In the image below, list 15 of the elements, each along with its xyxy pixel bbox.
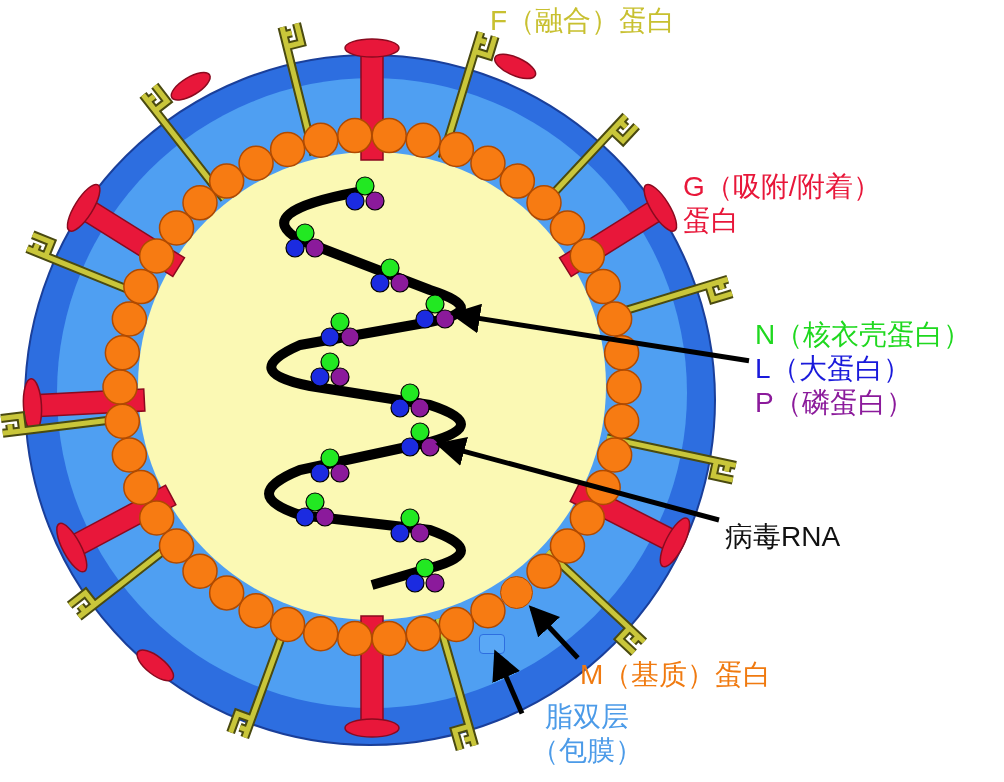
part-label: 脂双层（包膜） [528, 700, 646, 768]
protein-cluster [400, 422, 440, 457]
protein-cluster [415, 294, 455, 329]
arrow [528, 605, 580, 660]
protein-label: P（磷蛋白） [755, 386, 915, 420]
arrow [492, 649, 525, 715]
protein-label: N（核衣壳蛋白） [755, 318, 972, 352]
arrow [435, 436, 720, 523]
arrow [450, 303, 750, 364]
part-label: M（基质）蛋白 [580, 658, 772, 692]
protein-label: L（大蛋白） [755, 352, 912, 386]
protein-label: F（融合）蛋白 [490, 4, 676, 38]
protein-label: G（吸附/附着）蛋白 [683, 170, 882, 238]
envelope-layer [479, 634, 505, 654]
part-label: 病毒RNA [725, 520, 841, 554]
